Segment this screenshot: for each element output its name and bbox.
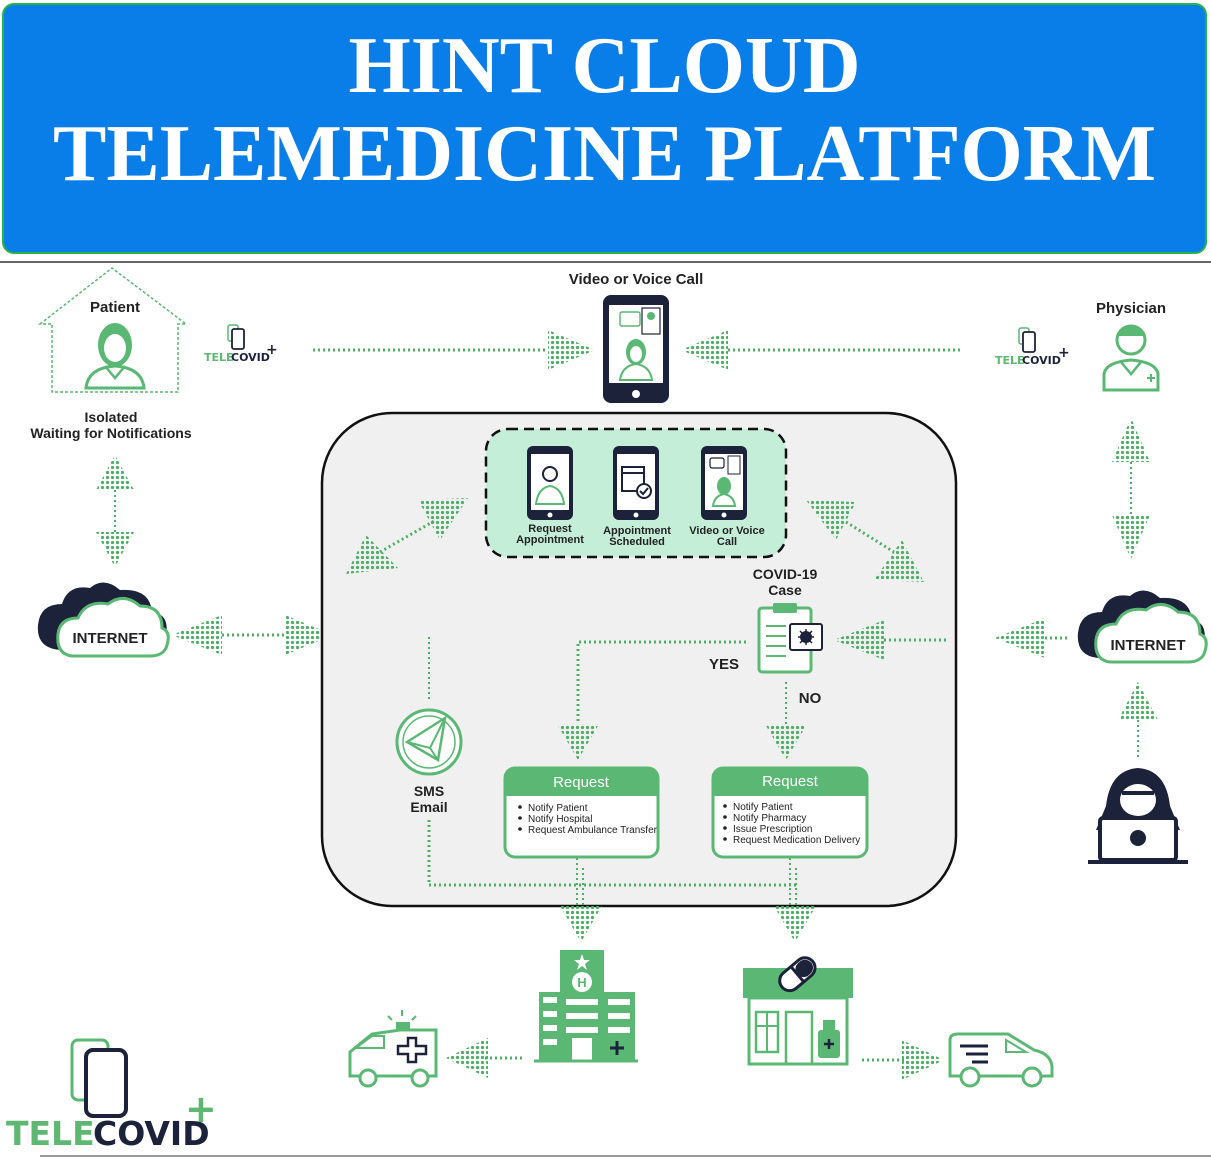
arrow-physician-internet [1112,418,1150,559]
arrow-to-pharmacy-head [774,906,816,942]
arrow-hospital-ambulance-head [446,1038,488,1078]
arrow-into-internet-left-head [172,615,222,655]
internet-left-label: INTERNET [73,630,148,647]
request-no-item-1: Notify Pharmacy [733,813,806,824]
arrow-patient-internet [96,455,134,567]
app-video-voice-call-line2: Call [717,536,737,548]
request-no-title: Request [762,773,819,790]
arrow-hacker-up-head [1118,682,1158,720]
brand-covid-text: COVID [93,1114,210,1153]
patient-status-line2: Waiting for Notifications [30,425,191,441]
telecovid-right-covid: COVID [1022,354,1061,367]
hacker-icon [1088,768,1188,864]
brand-plus-text: + [185,1087,217,1131]
arrow-physician-to-call-head [681,330,728,370]
banner-title-line1: HINT CLOUD [348,22,861,110]
hospital-icon: H [534,950,638,1063]
app-video-voice-call-line1: Video or Voice [689,525,764,537]
internet-cloud-left: INTERNET [37,582,170,658]
video-call-label: Video or Voice Call [569,271,704,288]
patient-node: Patient Isolated Waiting for Notificatio… [30,267,192,441]
patient-avatar-icon [84,323,146,390]
request-no-item-3: Request Medication Delivery [733,835,860,846]
app-appointment-scheduled-line2: Scheduled [609,536,665,548]
video-call-node: Video or Voice Call [569,271,704,403]
arrow-diagonal-right [806,500,924,582]
app-request-appointment: Request Appointment [516,446,584,546]
arrow-yes-head [557,724,599,760]
app-request-appointment-line2: Appointment [516,534,584,546]
brand-phone-front-icon [84,1048,128,1118]
request-yes-item-2: Request Ambulance Transfer [528,825,658,836]
covid-case-node: COVID-19 Case [753,566,823,674]
title-banner: HINT CLOUD TELEMEDICINE PLATFORM [2,3,1207,254]
telecovid-small-logo-left: TELE COVID + [204,324,278,364]
telecovid-left-plus: + [266,342,278,358]
physician-label: Physician [1096,300,1166,317]
internet-right-label: INTERNET [1111,637,1186,654]
arrow-to-hospital-head [560,906,602,942]
app-video-voice-call: Video or Voice Call [689,446,765,548]
internet-cloud-right: INTERNET [1077,590,1208,664]
phone-video-call-icon [603,295,669,403]
patient-label: Patient [90,299,140,316]
arrow-into-internet-right-head [995,618,1045,658]
request-yes-item-0: Notify Patient [528,803,588,814]
arrow-into-platform-left-head [285,615,333,655]
yes-label: YES [709,656,739,673]
request-yes-title: Request [553,774,610,791]
request-box-no: Request Notify Patient Notify Pharmacy I… [711,766,869,859]
covid-case-line2: Case [768,582,802,598]
telecovid-small-logo-right: TELE COVID + [995,327,1070,367]
pharmacy-icon [743,956,853,1066]
email-label: Email [410,799,447,815]
arrow-yes-line [576,640,746,724]
telecovid-right-tele: TELE [995,354,1025,367]
request-no-item-2: Issue Prescription [733,824,812,835]
delivery-van-icon [948,1032,1054,1088]
clipboard-virus-icon [757,603,823,674]
email-icon [395,708,463,776]
app-appointment-scheduled: Appointment Scheduled [603,446,671,548]
telecovid-right-plus: + [1058,345,1070,361]
banner-title-line2: TELEMEDICINE PLATFORM [52,110,1157,198]
covid-case-line1: COVID-19 [753,566,818,582]
arrow-into-covid-case-head [834,620,884,660]
request-yes-item-1: Notify Hospital [528,814,592,825]
patient-status-line1: Isolated [85,409,138,425]
arrow-diagonal-left [346,498,468,574]
telecovid-brand-logo: TELE COVID + [6,1038,217,1153]
sms-label: SMS [414,783,444,799]
physician-icon [1102,324,1160,392]
physician-node: Physician [1096,300,1166,392]
telecovid-left-tele: TELE [204,351,234,364]
arrow-patient-to-call-head [548,330,595,370]
patient-house-icon [37,267,189,393]
ambulance-icon [348,1010,438,1088]
no-label: NO [799,690,822,707]
request-no-item-0: Notify Patient [733,802,793,813]
arrow-pharmacy-van-head [902,1040,944,1080]
sms-email-node: SMS Email [395,637,796,887]
brand-tele-text: TELE [6,1114,95,1153]
app-appointment-scheduled-line1: Appointment [603,525,671,537]
request-box-yes: Request Notify Patient Notify Hospital R… [503,766,660,859]
svg-text:H: H [577,975,586,990]
app-request-appointment-line1: Request [528,523,572,535]
arrow-no-head [765,724,807,760]
telecovid-left-covid: COVID [231,351,270,364]
